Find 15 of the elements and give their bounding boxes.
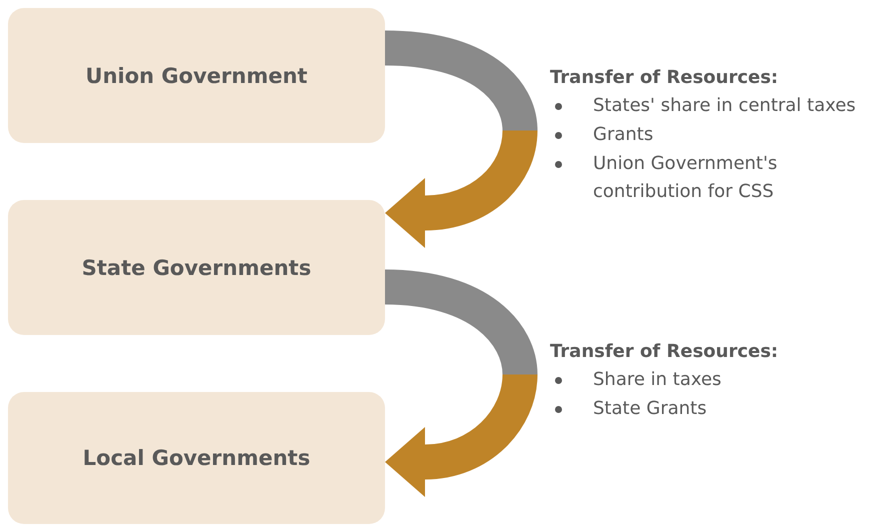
box-label: Union Government	[86, 64, 308, 88]
box-label: State Governments	[82, 256, 312, 280]
government-box	[8, 392, 385, 524]
list-item: Grants	[593, 123, 654, 147]
curved-arrow	[384, 270, 538, 497]
list-item: States' share in central taxes	[593, 94, 857, 118]
list-item: Share in taxes	[593, 368, 722, 392]
curved-arrow	[384, 30, 538, 248]
list-item: Union Government's contribution for CSS	[593, 152, 778, 204]
government-box	[8, 200, 385, 335]
section-heading: Transfer of Resources:	[550, 66, 778, 90]
list-item: State Grants	[593, 397, 708, 421]
government-box	[8, 8, 385, 143]
section-heading: Transfer of Resources:	[550, 340, 778, 364]
box-label: Local Governments	[82, 446, 310, 470]
